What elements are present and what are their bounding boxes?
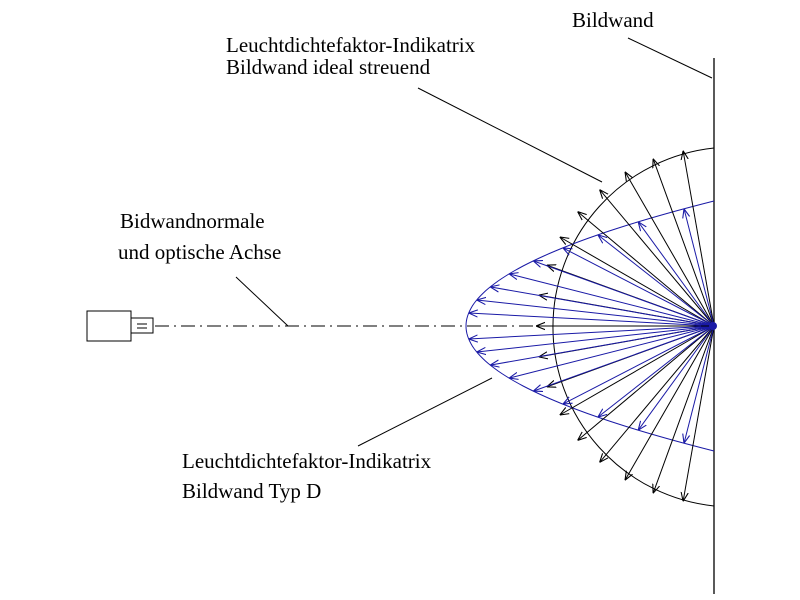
typd-ray-arrow	[684, 325, 715, 443]
leader-axis	[235, 276, 289, 327]
label-ideal-title: Leuchtdichtefaktor-Indikatrix	[226, 33, 476, 57]
label-axis-line1: Bidwandnormale	[120, 209, 265, 233]
typd-indicatrix-curve	[465, 200, 715, 452]
ideal-ray-arrow	[625, 325, 715, 480]
screen-center-point	[709, 322, 717, 330]
ideal-ray-arrow	[683, 151, 715, 327]
label-ideal-sub: Bildwand ideal streuend	[226, 55, 431, 79]
ideal-ray-arrow	[683, 325, 715, 501]
ideal-ray-arrow	[560, 325, 715, 415]
ideal-indicatrix-curve	[552, 147, 715, 507]
projector-lens	[130, 317, 154, 334]
ideal-ray-arrow	[653, 325, 715, 493]
label-screen: Bildwand	[572, 8, 654, 32]
label-axis-line2: und optische Achse	[118, 240, 282, 264]
ideal-ray-arrow	[600, 190, 715, 327]
ideal-ray-arrow	[578, 212, 715, 327]
typd-ray-arrow	[490, 325, 715, 365]
typd-ray-arrow	[684, 209, 715, 327]
ideal-ray-arrow	[578, 325, 715, 440]
typd-ray-arrow	[490, 287, 715, 327]
typd-ray-arrow	[533, 261, 715, 327]
typd-ray-arrow	[533, 325, 715, 391]
typd-ray-arrow	[598, 235, 715, 327]
ideal-ray-arrow	[600, 325, 715, 462]
leader-typd	[357, 377, 493, 447]
typd-ray-arrow	[477, 300, 715, 327]
label-typd-title: Leuchtdichtefaktor-Indikatrix	[182, 449, 432, 473]
label-typd-sub: Bildwand Typ D	[182, 479, 322, 503]
leader-ideal	[417, 87, 603, 183]
typd-ray-arrow	[469, 313, 715, 327]
typd-ray-arrow	[638, 325, 715, 430]
typd-ray-arrow	[598, 325, 715, 417]
projector-body	[86, 310, 132, 342]
typd-ray-arrow	[563, 325, 715, 404]
ideal-ray-arrow	[560, 237, 715, 327]
ideal-ray-arrow	[653, 159, 715, 327]
typd-ray-arrow	[638, 222, 715, 327]
leader-screen	[627, 37, 713, 79]
typd-ray-arrow	[509, 274, 715, 327]
typd-ray-arrow	[477, 325, 715, 352]
typd-ray-arrow	[509, 325, 715, 378]
typd-ray-arrow	[469, 325, 715, 339]
ideal-ray-arrow	[625, 172, 715, 327]
typd-indicatrix-rays	[469, 209, 715, 443]
typd-ray-arrow	[563, 248, 715, 327]
